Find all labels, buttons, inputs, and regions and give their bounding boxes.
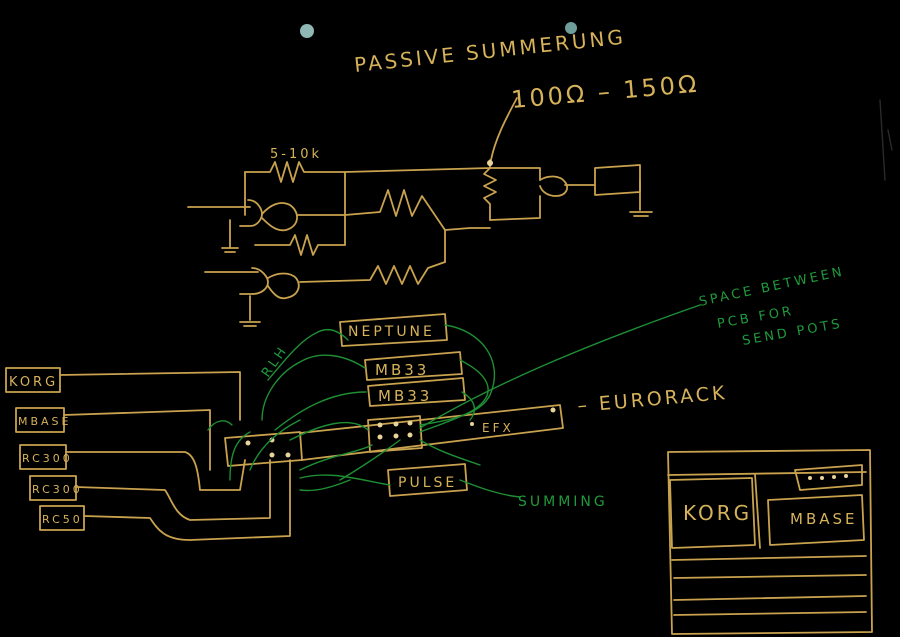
passive-summing-schematic bbox=[187, 159, 653, 327]
input-label-0: KORG bbox=[9, 375, 58, 390]
module-label-1: MB33 bbox=[375, 361, 429, 379]
input-label-4: RC50 bbox=[42, 513, 83, 526]
front-panel-sketch: KORG MBASE bbox=[667, 449, 873, 635]
summing-note: SUMMING bbox=[518, 494, 608, 510]
eurorack-rails bbox=[299, 404, 564, 461]
module-label-2: MB33 bbox=[378, 387, 432, 405]
wire-label: RLH bbox=[259, 343, 291, 380]
module-label-0: NEPTUNE bbox=[348, 324, 435, 340]
patch-cables bbox=[207, 304, 701, 498]
resistor-note: 100Ω – 150Ω bbox=[510, 70, 700, 114]
note-leader-line bbox=[490, 97, 518, 161]
eurorack-label: – EURORACK bbox=[577, 382, 729, 417]
input-cables bbox=[59, 371, 291, 541]
mixer-box bbox=[224, 431, 303, 467]
module-label-3: EFX bbox=[482, 421, 514, 435]
panel-label-right: MBASE bbox=[790, 510, 858, 528]
edge-scribble bbox=[879, 99, 893, 181]
input-label-2: RC300 bbox=[22, 452, 73, 465]
space-note-line-1: SPACE BETWEEN bbox=[698, 264, 846, 310]
input-label-1: MBASE bbox=[18, 415, 72, 428]
thumbtack-left-icon bbox=[300, 24, 314, 38]
diagram-title: PASSIVE SUMMERUNG bbox=[353, 25, 627, 77]
input-sources: KORG MBASE RC300 RC300 RC50 bbox=[5, 367, 85, 531]
input-label-3: RC300 bbox=[32, 483, 83, 496]
module-label-4: PULSE bbox=[398, 475, 457, 491]
eurorack-modules: NEPTUNE MB33 MB33 EFX PULSE bbox=[339, 313, 514, 497]
resistor-value-label: 5-10k bbox=[270, 147, 322, 162]
panel-label-left: KORG bbox=[683, 501, 752, 525]
thumbtack-right-icon bbox=[565, 22, 577, 34]
